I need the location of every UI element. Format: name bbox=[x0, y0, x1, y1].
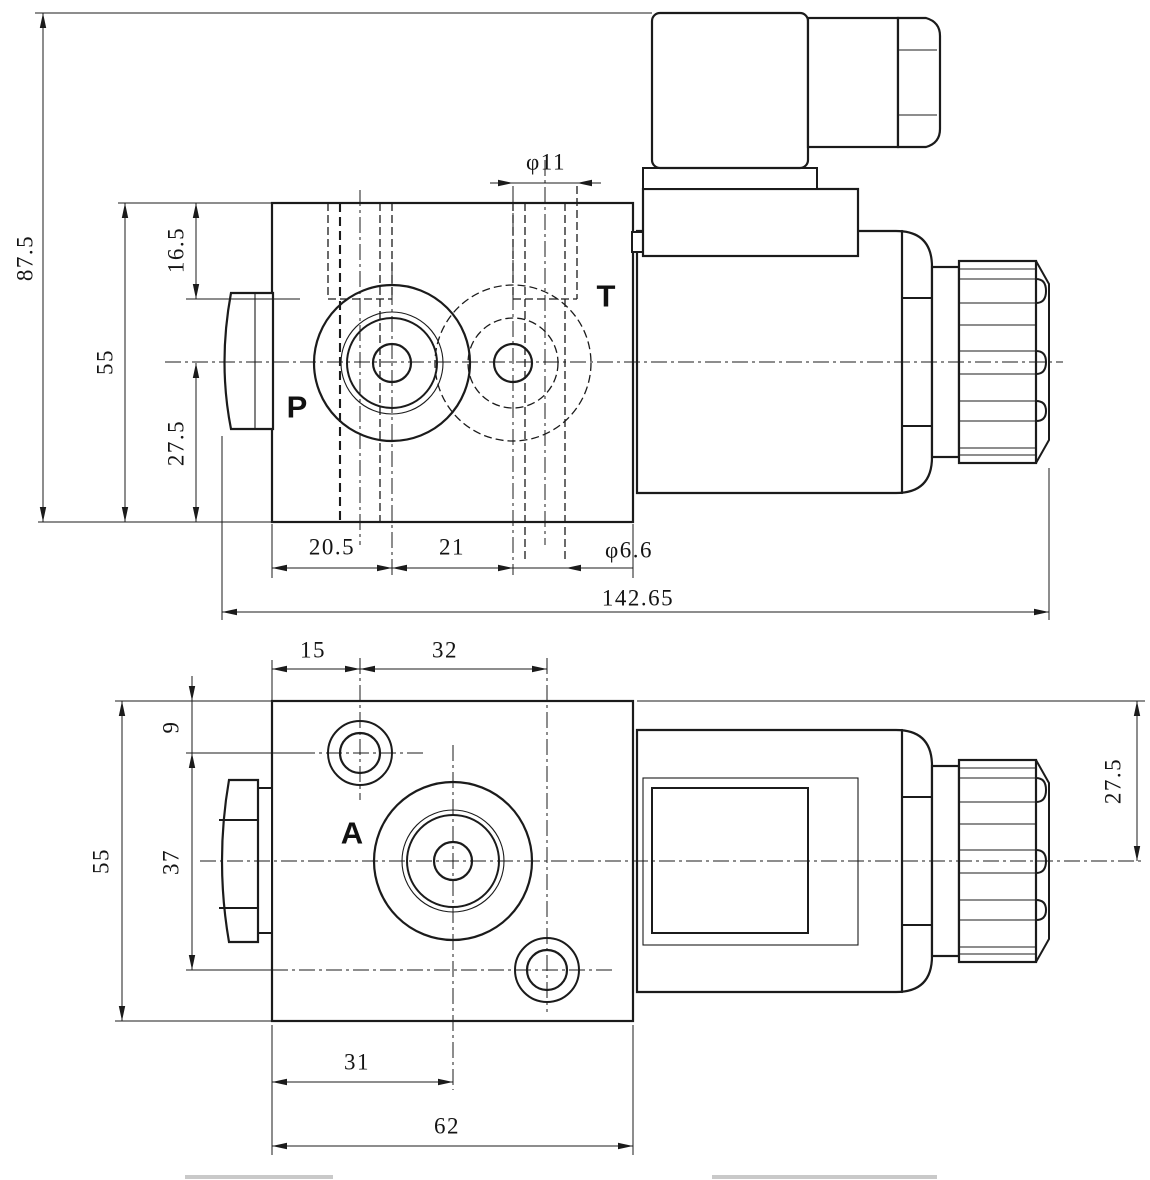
svg-text:37: 37 bbox=[159, 849, 184, 875]
solenoid-assembly-top bbox=[631, 11, 1050, 495]
din-connector bbox=[650, 11, 810, 170]
dim-hole-offset-x: 15 bbox=[300, 638, 326, 663]
dim-body-height-top: 55 bbox=[93, 202, 272, 522]
dim-overall-length: 142.65 bbox=[221, 436, 1050, 620]
cable-gland bbox=[806, 16, 900, 149]
svg-text:16.5: 16.5 bbox=[164, 227, 189, 273]
svg-text:31: 31 bbox=[344, 1050, 370, 1075]
svg-text:87.5: 87.5 bbox=[13, 235, 38, 281]
port-t bbox=[434, 284, 592, 442]
svg-text:9: 9 bbox=[159, 721, 184, 734]
dim-body-height-bottom: 55 bbox=[89, 701, 272, 1022]
coil-tab bbox=[631, 231, 644, 253]
svg-text:142.65: 142.65 bbox=[602, 586, 674, 611]
dim-port-offsets-bottom: 20.5 21 φ6.6 bbox=[271, 524, 653, 578]
svg-text:27.5: 27.5 bbox=[164, 420, 189, 466]
port-a bbox=[372, 780, 534, 942]
din-connector-proj bbox=[651, 787, 809, 934]
dim-port-a-offset: 31 bbox=[271, 1025, 453, 1155]
dim-port-spacing: 21 bbox=[439, 535, 465, 560]
gland-nut bbox=[896, 16, 942, 149]
svg-text:62: 62 bbox=[434, 1114, 460, 1139]
dim-port-p-offset: 20.5 bbox=[309, 535, 355, 560]
top-view: P T 87.5 55 16.5 27.5 bbox=[13, 11, 1063, 620]
dim-mount-hole-dia: φ6.6 bbox=[605, 538, 653, 563]
hex-plug-side bbox=[223, 291, 275, 431]
mounting-hole-1 bbox=[327, 720, 393, 786]
dim-counterbore-depth: 16.5 bbox=[164, 203, 300, 300]
port-label-t: T bbox=[597, 279, 616, 314]
coil-top-plate bbox=[642, 167, 818, 190]
coil-flange-plate bbox=[641, 187, 860, 258]
cropped-text-artifact bbox=[712, 1175, 937, 1179]
dim-body-width: 62 bbox=[272, 1025, 634, 1155]
dim-counterbore-dia: φ11 bbox=[490, 150, 601, 187]
mounting-hole-2 bbox=[514, 937, 580, 1003]
dim-hole-spacing-y: 37 bbox=[159, 753, 280, 971]
dim-axis-offset: 27.5 bbox=[164, 363, 200, 522]
port-label-p: P bbox=[287, 390, 308, 425]
svg-text:φ11: φ11 bbox=[526, 150, 566, 175]
bottom-view: A 15 32 9 37 55 bbox=[89, 638, 1145, 1155]
cropped-text-artifact bbox=[185, 1175, 333, 1179]
dim-overall-height: 87.5 bbox=[13, 12, 652, 523]
svg-text:55: 55 bbox=[89, 848, 114, 874]
dim-hole-offsets-topline: 15 32 bbox=[271, 638, 547, 701]
dim-hole-spacing-x: 32 bbox=[432, 638, 458, 663]
dim-solenoid-radius: 27.5 bbox=[637, 700, 1145, 861]
port-label-a: A bbox=[341, 816, 363, 851]
svg-text:27.5: 27.5 bbox=[1101, 758, 1126, 804]
svg-text:55: 55 bbox=[93, 349, 118, 375]
port-p bbox=[312, 283, 472, 443]
